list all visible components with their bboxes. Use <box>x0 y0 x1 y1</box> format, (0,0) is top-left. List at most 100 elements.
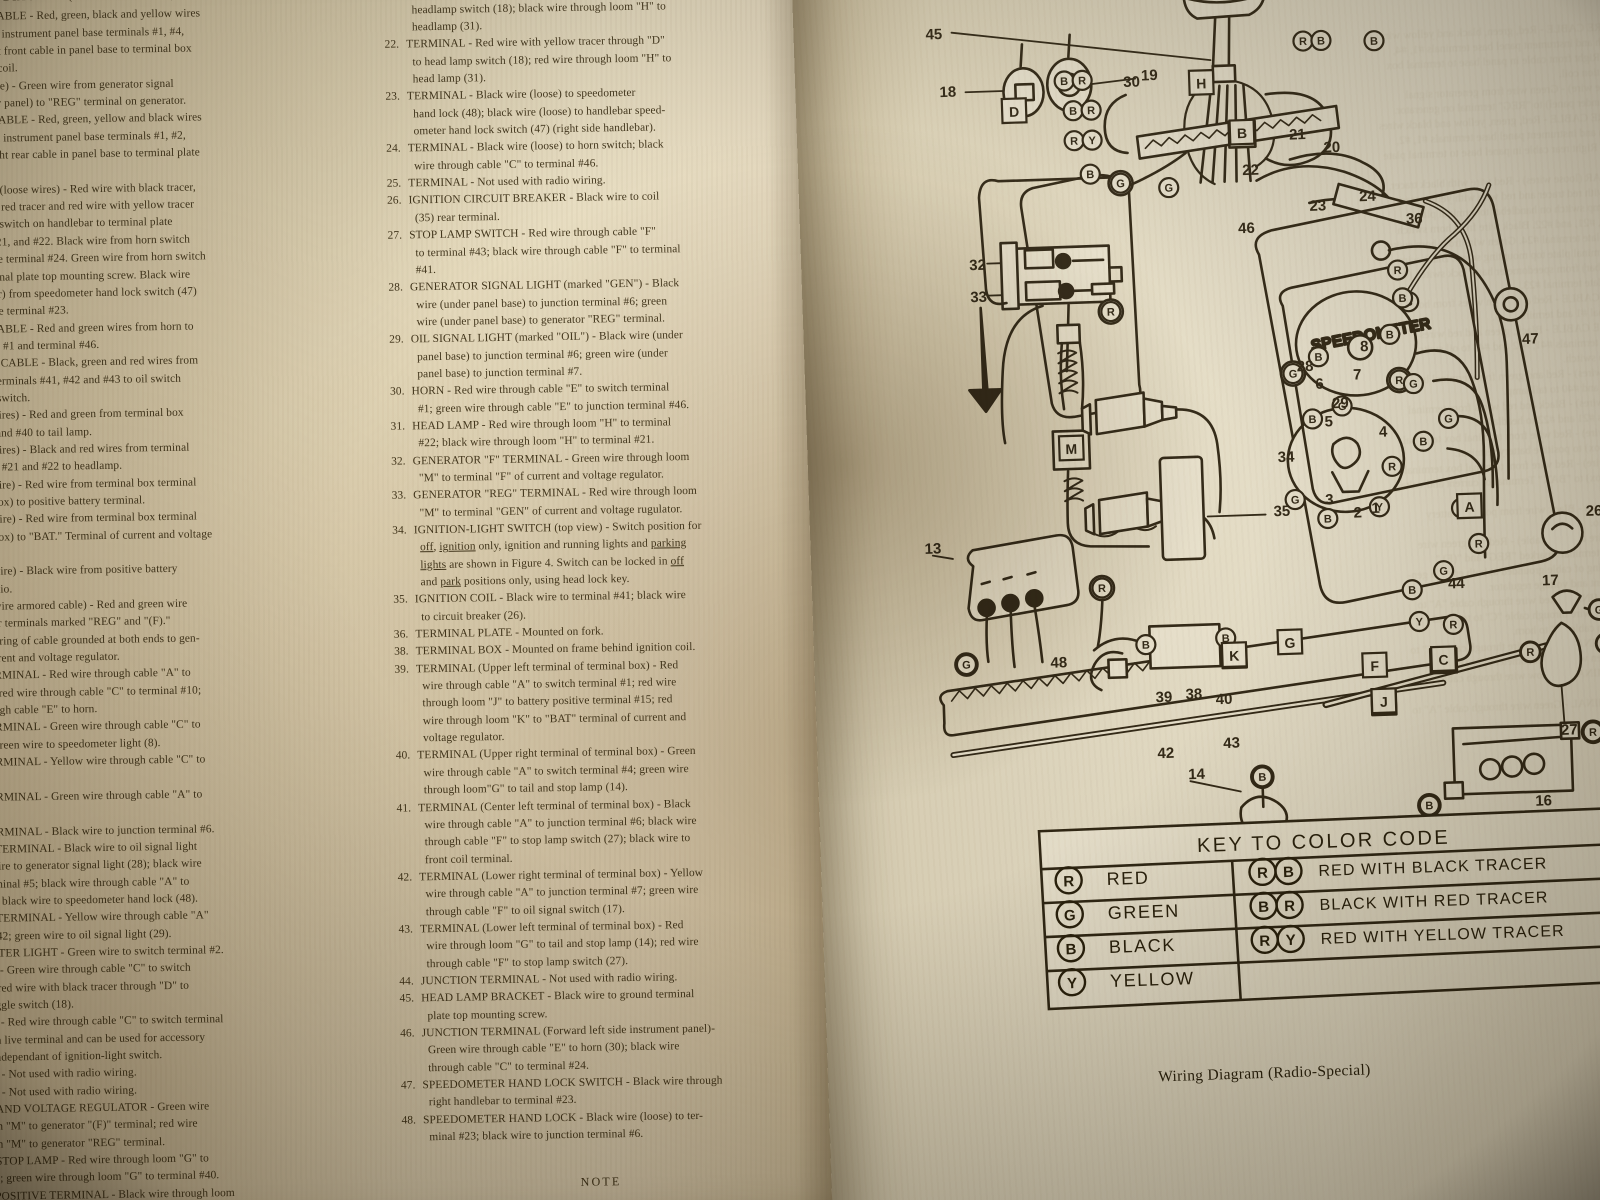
wire-code-letter: R <box>1449 619 1457 631</box>
numbered-list-item: 48. SPEEDOMETER HAND LOCK - Black wire (l… <box>390 1106 810 1147</box>
wire-code-letter: R <box>1589 727 1597 739</box>
diagram-callout-38: 38 <box>1185 686 1202 704</box>
wire-code-letter: B <box>1317 35 1325 47</box>
list-item-number: 36. <box>393 628 409 641</box>
list-item-number: 28. <box>388 281 404 294</box>
list-item-text: TERMINAL (Lower left terminal of termina… <box>420 915 808 973</box>
wire-code-letter: B <box>1086 169 1094 181</box>
wire-code-badge-letter: R <box>1284 898 1296 915</box>
list-item-text: OIL SIGNAL LIGHT (marked "OIL") - Black … <box>411 326 799 384</box>
list-item-number: 38. <box>394 645 409 659</box>
numbered-list-item: 43.TERMINAL (Lower left terminal of term… <box>387 915 808 974</box>
wire-code-letter: R <box>1388 461 1396 473</box>
loom-letter-C: C <box>1438 652 1449 668</box>
wire-color-label: BLACK <box>1109 935 1177 957</box>
numbered-list-item: 34.IGNITION-LIGHT SWITCH (top view) - Sw… <box>381 516 802 592</box>
wire-color-label: RED <box>1106 868 1149 889</box>
wire-code-badge-letter: G <box>1064 907 1076 924</box>
wire-code-letter: B <box>1314 352 1322 364</box>
wire-code-letter: R <box>1393 265 1401 277</box>
diagram-callout-20: 20 <box>1323 139 1340 157</box>
wire-code-letter: G <box>1291 494 1300 506</box>
wire-code-letter: R <box>1070 136 1078 148</box>
wire-code-letter: G <box>1409 378 1418 390</box>
list-item-number: 44. <box>399 975 414 988</box>
diagram-callout-36: 36 <box>1406 210 1423 228</box>
list-item-text: TERMINAL - Red wire with yellow tracer t… <box>406 31 794 89</box>
wire-code-letter: B <box>1419 436 1427 448</box>
list-item-text: GENERATOR SIGNAL LIGHT (marked "GEN") - … <box>410 274 798 332</box>
list-item-number: 33. <box>391 489 407 503</box>
middle-text-column: terminal #3. Used only with parking lamp… <box>372 0 813 1200</box>
wire-code-badge-B <box>1595 632 1600 654</box>
wire-code-badge-letter: Y <box>1067 975 1078 992</box>
numbered-list-item: 23.TERMINAL - Black wire (loose) to spee… <box>374 83 795 142</box>
numbered-list-item: 22.TERMINAL - Red wire with yellow trace… <box>373 31 794 90</box>
diagram-callout-5: 5 <box>1324 413 1333 430</box>
list-item-number: 32. <box>391 455 406 468</box>
diagram-callout-33: 33 <box>970 289 987 307</box>
wire-code-letter: R <box>1107 306 1115 318</box>
list-item-number: 48. <box>401 1114 417 1127</box>
loom-letter-G: G <box>1284 635 1296 651</box>
wire-code-letter: B <box>1398 293 1406 305</box>
numbered-list-item: 40. TERMINAL (Upper right terminal of ter… <box>384 742 805 801</box>
note-heading: NOTE <box>580 1174 622 1190</box>
left-text-column: FOR WIRING DIAGRAM (RADIO-SPECIAL) FOUR … <box>0 0 373 1200</box>
loom-letter-H: H <box>1196 75 1207 91</box>
diagram-callout-22: 22 <box>1242 162 1259 180</box>
wire-code-badge-letter: R <box>1259 933 1271 950</box>
numbered-list-item: 27.STOP LAMP SWITCH - Red wire through c… <box>376 221 797 280</box>
diagram-callout-13: 13 <box>924 540 941 558</box>
list-item-number: 26. <box>386 194 402 208</box>
wire-color-label: GREEN <box>1107 901 1180 923</box>
list-item-text: TERMINAL (Lower right terminal of termin… <box>419 863 807 921</box>
list-item-text: TERMINAL (Upper left terminal of termina… <box>416 655 804 748</box>
wire-code-letter: G <box>1164 182 1173 194</box>
diagram-callout-2: 2 <box>1353 504 1362 521</box>
wire-code-letter: R <box>1475 538 1483 550</box>
wire-code-letter: G <box>1116 178 1125 190</box>
wire-code-badge-letter: B <box>1283 864 1295 881</box>
wire-code-letter: B <box>1324 513 1332 525</box>
list-item-number: 39. <box>394 663 410 676</box>
list-item-text: TERMINAL (Center left terminal of termin… <box>418 794 806 869</box>
list-item-number: 31. <box>390 420 406 433</box>
diagram-callout-4: 4 <box>1379 423 1389 440</box>
list-item-number: 42. <box>397 871 413 884</box>
numbered-list-item: 42. TERMINAL (Lower right terminal of ter… <box>386 863 807 922</box>
wire-code-letter: B <box>1069 106 1077 118</box>
wire-code-letter: R <box>1098 583 1106 595</box>
diagram-callout-34: 34 <box>1277 449 1295 467</box>
diagram-callout-29: 29 <box>1332 395 1349 413</box>
wire-code-badge-letter: Y <box>1285 932 1296 949</box>
list-item-number: 41. <box>396 801 412 815</box>
left-page: FOR WIRING DIAGRAM (RADIO-SPECIAL) FOUR … <box>0 0 878 1200</box>
wire-code-letter: B <box>1408 585 1416 597</box>
list-item-number: 35. <box>393 593 408 607</box>
wire-code-letter: B <box>1425 800 1433 812</box>
list-item-number: 40. <box>395 749 411 763</box>
wire-code-badge-letter: B <box>1258 899 1270 916</box>
loom-letter-A: A <box>1464 499 1475 515</box>
diagram-callout-24: 24 <box>1359 188 1377 206</box>
list-item-text: TERMINAL - Black wire (loose) to speedom… <box>407 83 795 141</box>
wire-code-badge-letter: B <box>1065 941 1077 958</box>
list-item-text: SPEEDOMETER HAND LOCK - Black wire (loos… <box>423 1106 810 1147</box>
loom-letter-D: D <box>1009 104 1020 120</box>
diagram-callout-30: 30 <box>1123 73 1140 91</box>
loom-letter-J: J <box>1380 694 1388 710</box>
diagram-callout-7: 7 <box>1353 366 1362 383</box>
list-item-number: 30. <box>389 385 405 398</box>
diagram-callout-14: 14 <box>1188 766 1206 784</box>
diagram-callout-17: 17 <box>1542 572 1559 590</box>
diagram-callout-31: 31 <box>876 0 893 1</box>
list-item-text: TERMINAL (Upper right terminal of termin… <box>417 742 805 800</box>
wire-code-letter: G <box>962 659 971 671</box>
diagram-callout-6: 6 <box>1315 376 1324 393</box>
diagram-callout-21: 21 <box>1289 126 1306 144</box>
list-item-number: 34. <box>392 524 407 537</box>
wire-code-letter: B <box>1142 639 1150 651</box>
